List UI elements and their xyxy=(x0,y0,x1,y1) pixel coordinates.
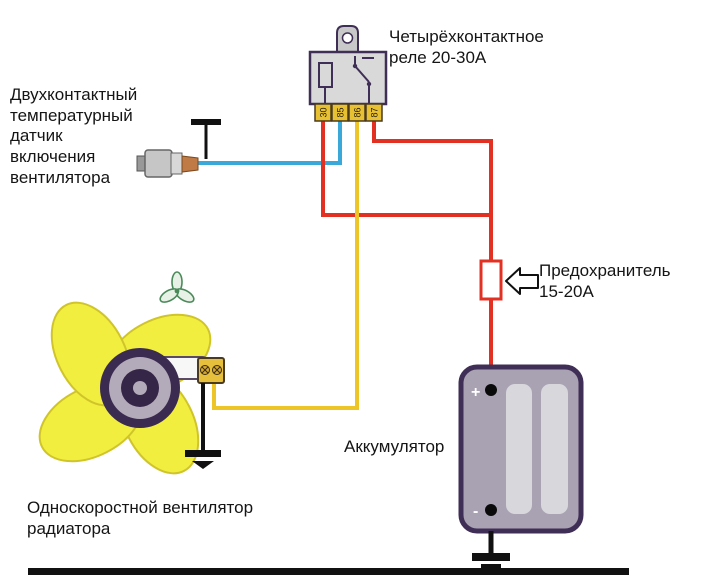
mini-fan-center xyxy=(174,288,180,294)
relay-terminal-number: 30 xyxy=(319,107,329,117)
relay-terminal-87 xyxy=(365,103,383,122)
relay-body xyxy=(308,50,388,106)
relay-terminal-30 xyxy=(314,103,332,122)
sensor-label: Двухконтактный температурный датчик вклю… xyxy=(10,85,138,187)
battery-minus-sign: - xyxy=(473,503,478,520)
battery: + - xyxy=(458,364,584,569)
fan-connector-body xyxy=(197,357,225,384)
relay-terminal-number: 85 xyxy=(336,107,346,117)
relay-terminals: 30 85 86 87 xyxy=(314,103,383,122)
battery-plus-terminal xyxy=(485,384,497,396)
relay-terminal-number: 87 xyxy=(370,107,380,117)
fan-hub-center xyxy=(133,381,147,395)
sensor-tip xyxy=(181,155,199,173)
relay-wire-red-30 xyxy=(321,120,493,217)
relay-pivot-dot xyxy=(352,63,358,69)
relay-terminal-number: 86 xyxy=(353,107,363,117)
fan-connector-screw-slots xyxy=(201,366,221,374)
battery-plus-sign: + xyxy=(471,384,480,401)
chassis-ground-strip xyxy=(28,568,629,575)
fan-wire-yellow xyxy=(212,120,359,410)
fan-connector xyxy=(197,357,225,384)
relay-internal-schematic xyxy=(318,56,374,104)
fan-label: Односкоростной вентилятор радиатора xyxy=(27,498,254,538)
fuse-pointer-arrow-icon xyxy=(505,267,539,295)
relay: 30 85 86 87 xyxy=(308,25,388,122)
battery-label: Аккумулятор xyxy=(344,437,445,456)
battery-ground-bar-small xyxy=(481,564,501,569)
battery-minus-terminal xyxy=(485,504,497,516)
relay-wire-red-87 xyxy=(372,120,493,143)
fan-ground-wedge xyxy=(192,461,214,469)
fuse-label: Предохранитель 15-20А xyxy=(539,261,671,301)
sensor-ground-bar xyxy=(191,119,221,125)
sensor-wire-blue xyxy=(195,120,342,165)
fuse-body xyxy=(479,259,503,301)
relay-label: Четырёхконтактное реле 20-30А xyxy=(389,27,544,67)
relay-terminal-85 xyxy=(331,103,349,122)
relay-contact-dot xyxy=(366,81,372,87)
relay-switch-arm xyxy=(354,65,370,83)
battery-panel xyxy=(506,384,532,514)
relay-tab-hole xyxy=(341,32,354,44)
temperature-sensor xyxy=(136,119,221,178)
fan-ground-bar xyxy=(185,450,221,457)
fan-hub xyxy=(100,348,180,428)
radiator-fan xyxy=(38,271,225,475)
fuse xyxy=(479,259,539,301)
battery-panel xyxy=(541,384,568,514)
mini-fan-icon xyxy=(159,271,195,303)
battery-ground-bar xyxy=(472,553,510,561)
wires xyxy=(195,120,493,410)
relay-terminal-86 xyxy=(348,103,366,122)
